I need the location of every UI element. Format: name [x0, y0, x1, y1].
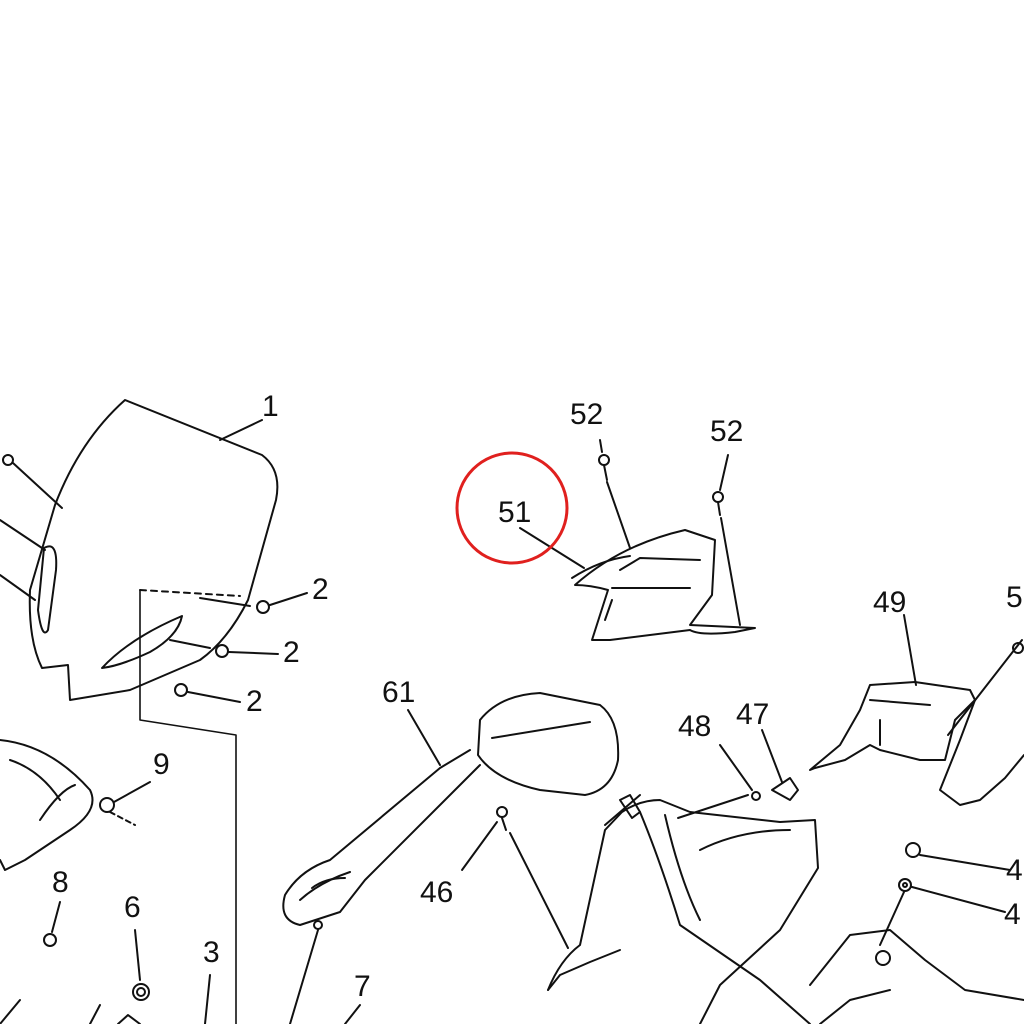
label-part-52: 52 [710, 415, 744, 448]
label-part-2: 2 [312, 573, 329, 606]
label-part-46: 46 [420, 876, 454, 909]
cover-part-51 [519, 527, 756, 641]
label-part-1: 1 [262, 390, 279, 423]
screw-part-2-group [169, 592, 308, 703]
label-part-5-partial: 5 [1006, 581, 1023, 614]
label-part-3: 3 [203, 936, 220, 969]
label-part-48: 48 [678, 710, 712, 743]
label-part-6: 6 [124, 891, 141, 924]
label-part-2: 2 [246, 685, 263, 718]
label-part-4-partial: 4 [1004, 898, 1021, 931]
label-part-4-partial: 4 [1006, 854, 1023, 887]
label-part-2: 2 [283, 636, 300, 669]
label-part-61: 61 [382, 676, 416, 709]
label-part-49: 49 [873, 586, 907, 619]
screw-part-52 [598, 439, 741, 626]
mirror-part-61 [282, 692, 620, 1025]
label-part-47: 47 [736, 698, 770, 731]
highlight-circle [455, 451, 569, 565]
label-part-52: 52 [570, 398, 604, 431]
windscreen-part [28, 399, 279, 701]
label-part-7: 7 [354, 970, 371, 1003]
label-part-51: 51 [498, 496, 532, 529]
label-part-9: 9 [153, 748, 170, 781]
label-part-8: 8 [52, 866, 69, 899]
